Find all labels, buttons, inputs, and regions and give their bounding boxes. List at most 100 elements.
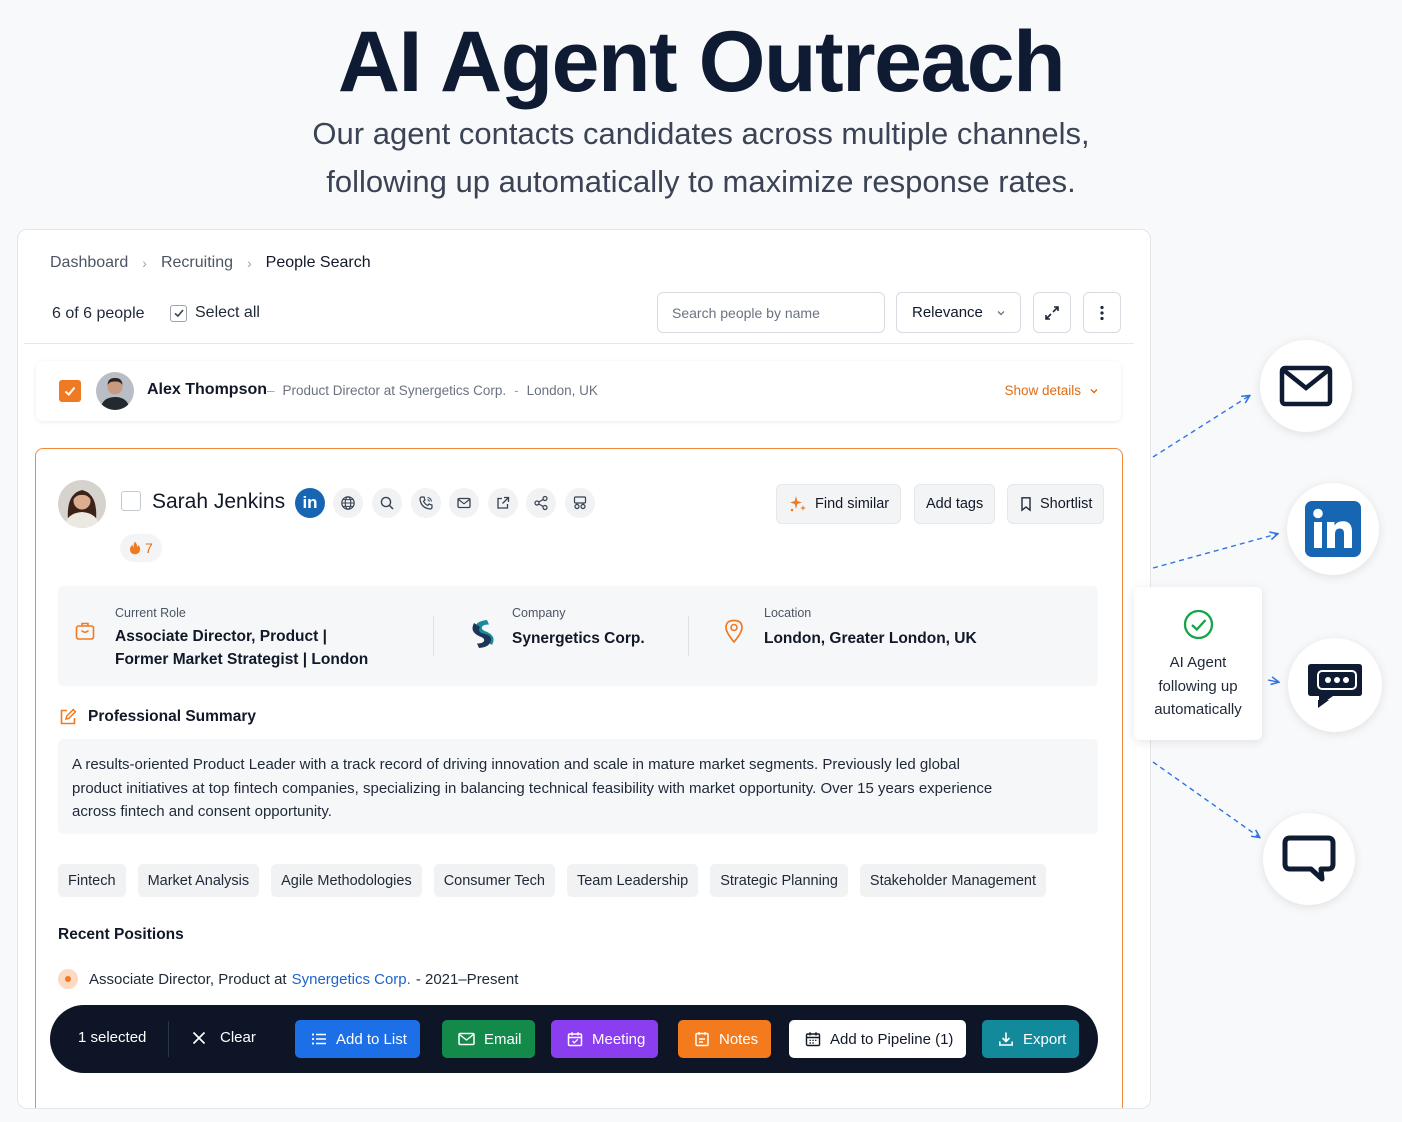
email-label: Email: [484, 1030, 522, 1048]
person-select-checkbox[interactable]: [121, 491, 141, 511]
add-tags-button[interactable]: Add tags: [914, 484, 996, 524]
current-role-value: Associate Director, Product | Former Mar…: [115, 628, 369, 668]
notes-button[interactable]: Notes: [678, 1020, 772, 1058]
export-label: Export: [1023, 1030, 1067, 1048]
list-icon: [311, 1033, 326, 1045]
person-title: Product Director at Synergetics Corp.: [282, 383, 507, 398]
search-button[interactable]: [372, 488, 402, 518]
show-details-link[interactable]: Show details: [1004, 383, 1099, 398]
email-button[interactable]: [449, 488, 479, 518]
position-dates: - 2021–Present: [415, 970, 519, 988]
flame-icon: [129, 541, 141, 555]
person-info-strip: Current Role Associate Director, Product…: [58, 586, 1098, 686]
header-divider: [24, 343, 1134, 344]
breadcrumb: Dashboard › Recruiting › People Search: [50, 254, 371, 272]
expand-button[interactable]: [1033, 292, 1071, 333]
website-button[interactable]: [333, 488, 363, 518]
find-similar-button[interactable]: Find similar: [776, 484, 902, 524]
bulk-action-toolbar: 1 selected Clear Add to List Email Meeti…: [50, 1005, 1098, 1073]
skill-tag[interactable]: Fintech: [58, 864, 126, 897]
person-card-collapsed[interactable]: Alex Thompson – Product Director at Syne…: [36, 361, 1121, 421]
meeting-button[interactable]: Meeting: [551, 1020, 659, 1058]
person-name[interactable]: Sarah Jenkins: [152, 490, 286, 513]
current-role-section: Current Role Associate Director, Product…: [58, 586, 433, 686]
download-icon: [999, 1032, 1013, 1046]
skill-tag[interactable]: Market Analysis: [137, 864, 260, 897]
ai-agent-status-text: AI Agent following up automatically: [1154, 654, 1242, 718]
notes-icon: [695, 1032, 709, 1047]
sort-select-value: Relevance: [912, 304, 983, 321]
chat-bubble-icon: [1282, 835, 1336, 882]
professional-summary: A results-oriented Product Leader with a…: [58, 739, 1098, 834]
skill-tags: Fintech Market Analysis Agile Methodolog…: [58, 864, 1046, 897]
chevron-down-icon: [1090, 388, 1098, 393]
company-section: Company Synergetics Corp.: [434, 586, 689, 686]
recent-positions-title: Recent Positions: [58, 926, 184, 943]
avatar: [58, 480, 106, 528]
skill-tag[interactable]: Stakeholder Management: [859, 864, 1046, 897]
check-circle-icon: [1183, 609, 1214, 640]
people-search-panel: Dashboard › Recruiting › People Search 6…: [17, 229, 1151, 1109]
globe-icon: [341, 496, 355, 510]
chat-dots-icon: [1308, 664, 1362, 708]
position-role: Associate Director, Product at: [89, 970, 287, 988]
envelope-icon: [457, 497, 471, 509]
bookmark-icon: [1021, 497, 1031, 512]
skill-tag[interactable]: Agile Methodologies: [271, 864, 422, 897]
skill-tag[interactable]: Strategic Planning: [710, 864, 848, 897]
add-to-list-button[interactable]: Add to List: [295, 1020, 420, 1058]
score-badge: 7: [120, 534, 162, 562]
location-label: Location: [764, 606, 812, 620]
more-options-button[interactable]: [1083, 292, 1121, 333]
linkedin-icon[interactable]: in: [295, 488, 325, 518]
call-button[interactable]: [411, 488, 441, 518]
expand-icon: [1045, 305, 1059, 320]
select-all-toggle[interactable]: Select all: [170, 304, 260, 322]
breadcrumb-recruiting[interactable]: Recruiting: [160, 254, 233, 271]
ai-agent-status-card: AI Agent following up automatically: [1134, 587, 1262, 740]
add-to-pipeline-button[interactable]: Add to Pipeline (1): [789, 1020, 967, 1058]
skill-tag[interactable]: Team Leadership: [566, 864, 699, 897]
timeline-dot-icon: [58, 969, 78, 989]
clear-selection-button[interactable]: Clear: [192, 1029, 256, 1046]
professional-summary-title: Professional Summary: [88, 708, 256, 725]
chat-channel: [1263, 813, 1355, 905]
chevron-right-icon: ›: [246, 255, 252, 271]
shortlist-label: Shortlist: [1040, 496, 1093, 512]
add-to-list-label: Add to List: [336, 1030, 407, 1048]
sort-select[interactable]: Relevance: [896, 292, 1021, 333]
person-name[interactable]: Alex Thompson: [147, 381, 268, 398]
linkedin-icon: [1305, 501, 1361, 557]
position-company-link[interactable]: Synergetics Corp.: [291, 970, 411, 988]
envelope-icon: [1279, 365, 1333, 407]
person-card-expanded: Sarah Jenkins in: [35, 448, 1123, 1108]
find-similar-label: Find similar: [815, 496, 890, 512]
chevron-down-icon: [997, 310, 1005, 315]
skill-tag[interactable]: Consumer Tech: [433, 864, 555, 897]
avatar: [96, 372, 134, 410]
location-pin-icon: [725, 619, 743, 644]
breadcrumb-dashboard[interactable]: Dashboard: [50, 254, 129, 271]
person-select-checkbox[interactable]: [59, 380, 81, 402]
select-all-label: Select all: [195, 304, 260, 321]
select-all-checkbox[interactable]: [170, 304, 187, 322]
open-external-button[interactable]: [488, 488, 518, 518]
breadcrumb-people-search: People Search: [265, 254, 371, 271]
compare-button[interactable]: [565, 488, 595, 518]
calendar-icon: [567, 1032, 583, 1047]
person-meta: – Product Director at Synergetics Corp. …: [267, 383, 598, 398]
email-action-button[interactable]: Email: [442, 1020, 535, 1058]
search-input[interactable]: [657, 292, 885, 333]
show-details-label: Show details: [1004, 383, 1081, 398]
share-button[interactable]: [526, 488, 556, 518]
envelope-icon: [458, 1032, 475, 1046]
hero-subtitle-line-2: following up automatically to maximize r…: [326, 164, 1076, 199]
hero-title: AI Agent Outreach: [337, 14, 1066, 110]
notes-label: Notes: [719, 1030, 759, 1048]
selected-count: 1 selected: [78, 1029, 147, 1046]
shortlist-button[interactable]: Shortlist: [1007, 484, 1105, 524]
position-item: Associate Director, Product at Synergeti…: [58, 969, 518, 989]
chevron-right-icon: ›: [142, 255, 147, 271]
export-button[interactable]: Export: [982, 1020, 1080, 1058]
company-value[interactable]: Synergetics Corp.: [512, 630, 645, 647]
